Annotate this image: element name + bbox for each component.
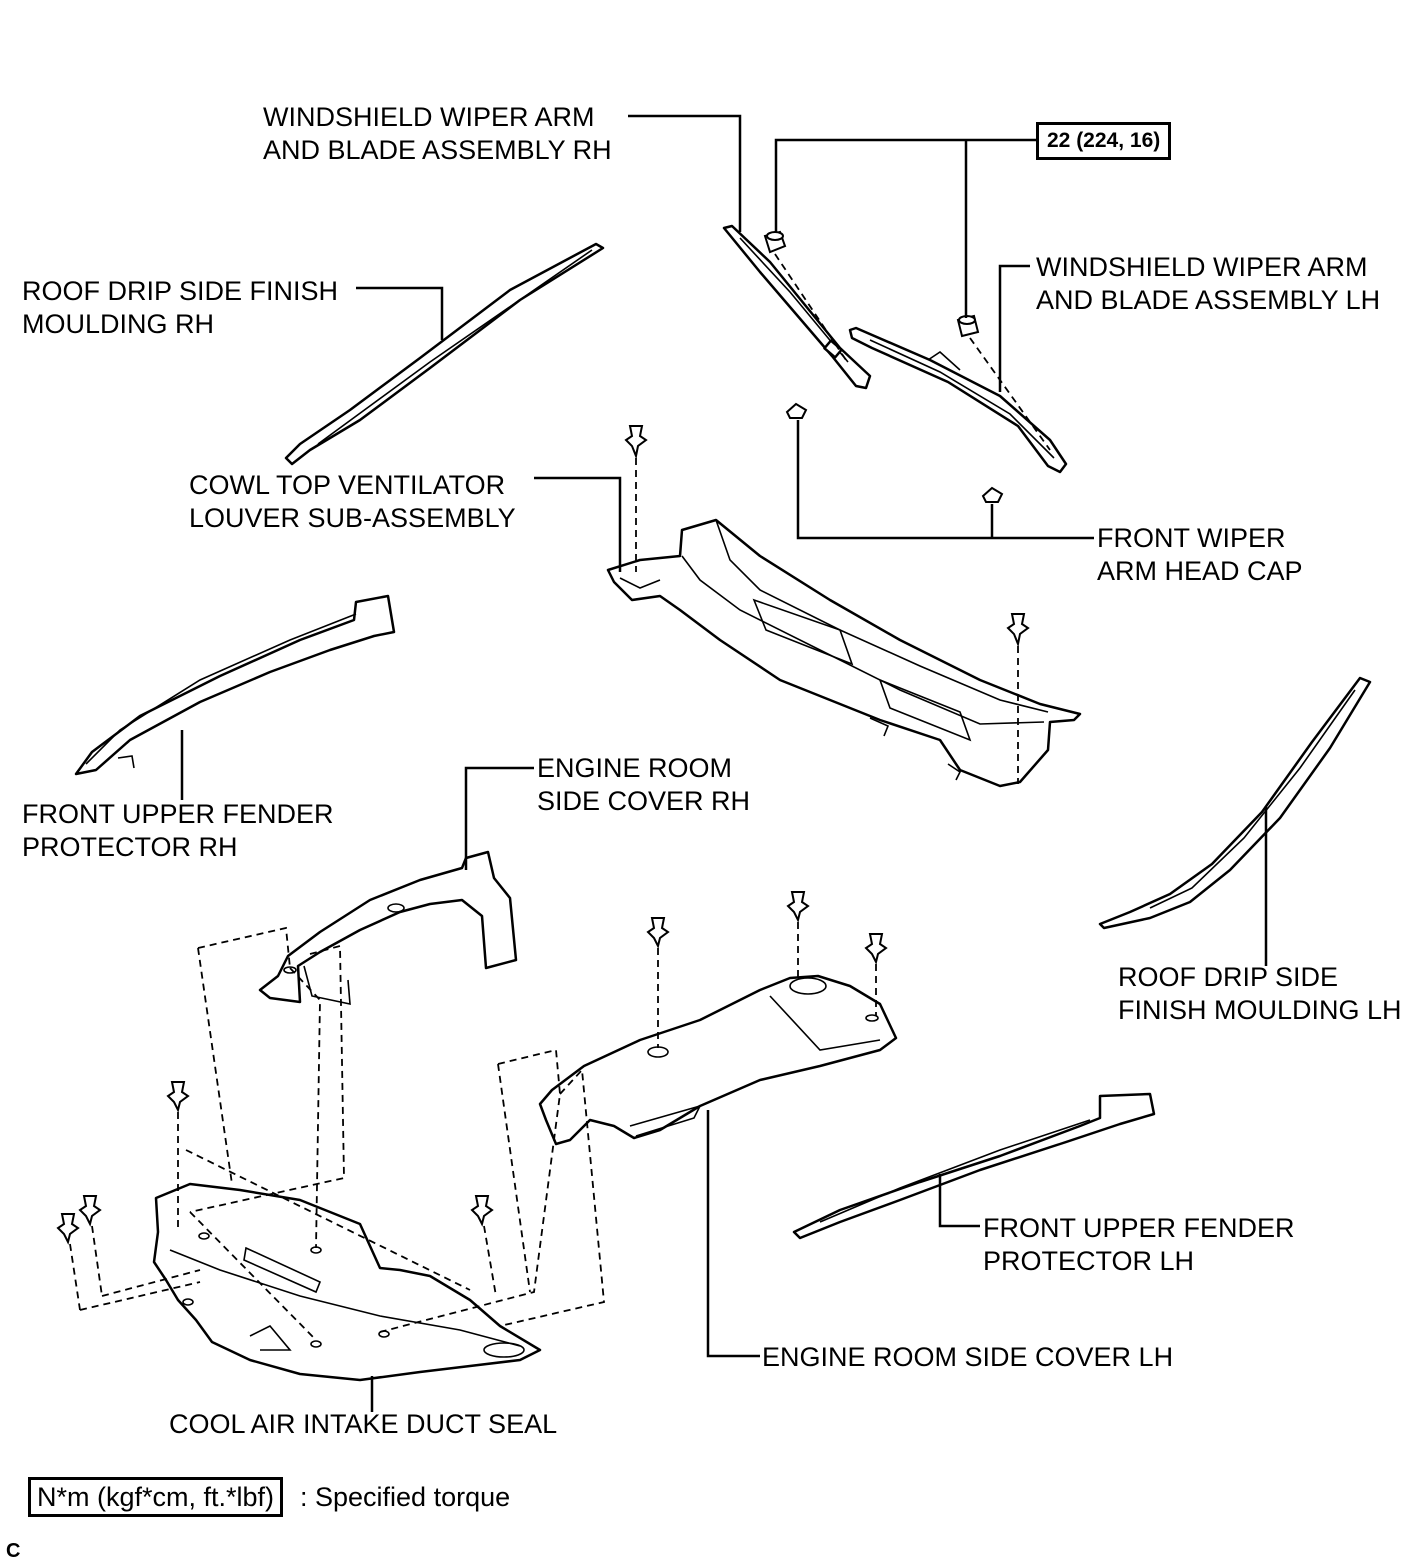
label-engine-room-rh: ENGINE ROOM SIDE COVER RH [537, 752, 750, 818]
label-roof-drip-rh: ROOF DRIP SIDE FINISH MOULDING RH [22, 275, 338, 341]
label-wiper-arm-rh: WINDSHIELD WIPER ARM AND BLADE ASSEMBLY … [263, 101, 612, 167]
label-duct-seal: COOL AIR INTAKE DUCT SEAL [169, 1409, 558, 1439]
label-roof-drip-lh: ROOF DRIP SIDE FINISH MOULDING LH [1118, 961, 1402, 1027]
label-cowl-top: COWL TOP VENTILATOR LOUVER SUB-ASSEMBLY [189, 469, 516, 535]
legend-torque-text: : Specified torque [300, 1482, 511, 1512]
label-line: FRONT UPPER FENDER [22, 799, 334, 829]
label-line: FRONT WIPER [1097, 523, 1286, 553]
wiper-arm-rh [722, 224, 872, 390]
label-line: MOULDING RH [22, 309, 215, 339]
wiper-nut-lh [956, 314, 980, 338]
label-line: ARM HEAD CAP [1097, 556, 1303, 586]
label-line: AND BLADE ASSEMBLY LH [1036, 285, 1381, 315]
label-line: COWL TOP VENTILATOR [189, 470, 506, 500]
wiper-arm-lh [848, 326, 1068, 474]
cowl-top-ventilator-louver [606, 518, 1082, 788]
label-wiper-arm-lh: WINDSHIELD WIPER ARM AND BLADE ASSEMBLY … [1036, 251, 1380, 317]
label-line: FRONT UPPER FENDER [983, 1213, 1295, 1243]
clip-duct-2 [78, 1195, 102, 1227]
front-upper-fender-protector-rh [74, 594, 396, 776]
label-line: WINDSHIELD WIPER ARM [1036, 252, 1368, 282]
clip-cowl-2 [1006, 613, 1030, 648]
clip-duct-3 [56, 1213, 80, 1245]
front-upper-fender-protector-lh [792, 1092, 1156, 1240]
label-line: AND BLADE ASSEMBLY RH [263, 135, 612, 165]
label-line: ENGINE ROOM [537, 753, 733, 783]
label-line: ROOF DRIP SIDE FINISH [22, 276, 339, 306]
wiper-head-cap-rh [785, 402, 808, 419]
clip-lh-1 [646, 917, 670, 949]
clip-duct-1 [166, 1081, 190, 1113]
label-fender-lh: FRONT UPPER FENDER PROTECTOR LH [983, 1212, 1295, 1278]
label-line: PROTECTOR RH [22, 832, 238, 862]
wiper-head-cap-lh [981, 486, 1004, 503]
corner-code: C [6, 1540, 21, 1562]
label-engine-room-lh: ENGINE ROOM SIDE COVER LH [762, 1342, 1174, 1372]
label-line: LOUVER SUB-ASSEMBLY [189, 503, 516, 533]
label-line: WINDSHIELD WIPER ARM [263, 102, 595, 132]
clip-cowl-1 [624, 425, 648, 460]
roof-drip-moulding-rh [284, 242, 605, 466]
label-fender-rh: FRONT UPPER FENDER PROTECTOR RH [22, 798, 334, 864]
engine-room-side-cover-rh [258, 850, 518, 1006]
label-line: ROOF DRIP SIDE [1118, 962, 1339, 992]
label-line: SIDE COVER RH [537, 786, 751, 816]
clip-lh-3 [864, 933, 888, 965]
legend-torque-box: N*m (kgf*cm, ft.*lbf) [28, 1477, 284, 1517]
engine-room-side-cover-lh [538, 974, 898, 1146]
label-head-cap: FRONT WIPER ARM HEAD CAP [1097, 522, 1303, 588]
label-line: PROTECTOR LH [983, 1246, 1195, 1276]
label-line: FINISH MOULDING LH [1118, 995, 1402, 1025]
torque-spec-box: 22 (224, 16) [1036, 122, 1172, 160]
wiper-nut-rh [763, 230, 787, 254]
clip-duct-4 [470, 1195, 494, 1227]
clip-lh-2 [786, 891, 810, 923]
cool-air-intake-duct-seal [152, 1182, 542, 1382]
roof-drip-moulding-lh [1098, 676, 1372, 930]
